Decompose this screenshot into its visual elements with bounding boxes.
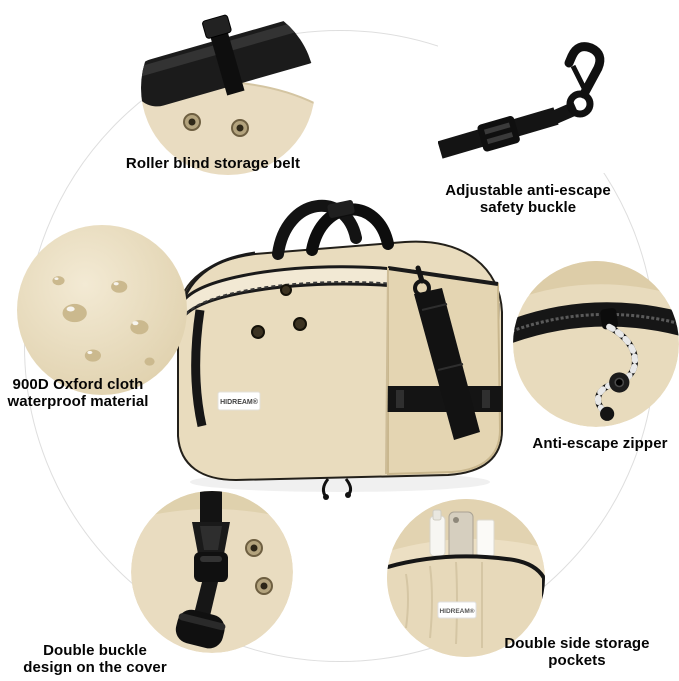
bag-pocket-piping: [387, 266, 499, 286]
feature-label-line: Double side storage: [504, 635, 650, 652]
feature-label-line: pockets: [548, 652, 606, 669]
shoulder-strap-stitch: [437, 363, 464, 371]
hanging-pouch-icon: [175, 609, 226, 649]
bag-side-strap: [191, 309, 207, 427]
feature-label-waterproof: 900D Oxford cloth waterproof material: [0, 376, 156, 410]
carabiner-hook-icon: [564, 42, 605, 118]
feature-label-side-pockets: Double side storage pockets: [487, 635, 667, 669]
pocket-piping: [387, 554, 545, 616]
feature-label-line: safety buckle: [479, 199, 577, 216]
bag-lid-zipper: [185, 281, 497, 317]
phone-icon: [448, 511, 474, 561]
zipper-slider: [600, 308, 619, 330]
bag-shoulder-strap: [414, 288, 480, 440]
zipper-teeth: [513, 312, 679, 335]
zipper-pull-end: [345, 492, 351, 498]
feature-label-line: 900D Oxford cloth: [12, 376, 144, 393]
bag-seam: [385, 267, 389, 475]
pet-carrier-bag-photo: HIDREAM®: [177, 199, 503, 500]
zipper-band: [513, 302, 679, 346]
feature-label-line: Adjustable anti-escape: [445, 182, 611, 199]
pocket-items: [429, 509, 495, 561]
card-icon: [476, 519, 495, 557]
waterproof-cloth-photo: [17, 225, 187, 395]
grommet-icon: [293, 317, 307, 331]
zipper-pull-end: [323, 494, 329, 500]
feature-label-line: Double buckle: [43, 642, 147, 659]
grommet-icon: [280, 284, 292, 296]
strap-adjuster-icon: [477, 116, 520, 152]
anti-escape-zipper-photo: [513, 261, 679, 427]
side-pocket-photo: HIDREAM®: [387, 499, 545, 657]
zipper-lock-rope-icon: [595, 323, 638, 421]
feature-label-roller-blind: Roller blind storage belt: [125, 155, 301, 172]
feature-label-double-buckle: Double buckle design on the cover: [5, 642, 185, 676]
side-release-buckle-icon: [192, 491, 230, 616]
bag-handle-left: [272, 199, 362, 260]
strap-stitch-right: [482, 390, 490, 408]
bottle-icon: [429, 515, 446, 557]
rolled-blind-icon: [141, 14, 315, 107]
double-buckle-photo: [131, 491, 293, 653]
safety-buckle-photo: [438, 38, 618, 173]
handle-wrap: [327, 200, 355, 218]
strap-clip-hook: [415, 265, 425, 284]
pocket-gathers: [405, 561, 483, 648]
strap-stitch-left: [396, 390, 404, 408]
roller-blind-photo: [141, 1, 315, 175]
shoulder-strap-stitch: [421, 303, 448, 311]
feature-label-zipper: Anti-escape zipper: [532, 435, 668, 452]
pocket-brand-label-text: HIDREAM®: [439, 607, 474, 615]
pocket-brand-label: [437, 601, 477, 619]
droplet-highlights: [54, 277, 139, 355]
feature-label-line: waterproof material: [7, 393, 149, 410]
bag-brand-label: [217, 391, 261, 411]
grommet-icon: [251, 325, 265, 339]
bag-brand-label-text: HIDREAM®: [220, 398, 259, 406]
feature-label-line: design on the cover: [23, 659, 167, 676]
feature-label-safety-buckle: Adjustable anti-escape safety buckle: [413, 182, 643, 216]
